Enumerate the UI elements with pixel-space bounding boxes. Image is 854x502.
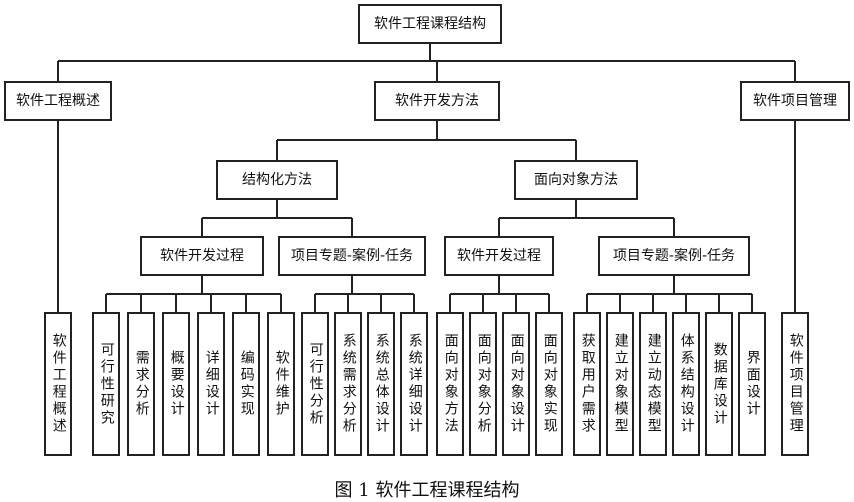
leaf-node: 建立对象模型: [606, 312, 634, 456]
leaf-node: 详细设计: [197, 312, 225, 456]
category-node: 软件开发过程: [444, 236, 554, 276]
category-node: 项目专题-案例-任务: [278, 236, 426, 276]
category-node: 软件开发方法: [374, 81, 500, 121]
leaf-node: 面向对象设计: [502, 312, 530, 456]
leaf-node: 面向对象实现: [535, 312, 563, 456]
leaf-node: 数据库设计: [705, 312, 733, 456]
leaf-node: 系统总体设计: [367, 312, 395, 456]
leaf-node: 体系结构设计: [672, 312, 700, 456]
leaf-node: 建立动态模型: [639, 312, 667, 456]
leaf-node: 需求分析: [127, 312, 155, 456]
leaf-node: 系统需求分析: [334, 312, 362, 456]
leaf-node: 可行性分析: [301, 312, 329, 456]
leaf-node: 软件工程概述: [44, 312, 72, 456]
leaf-node: 界面设计: [738, 312, 766, 456]
category-node: 面向对象方法: [514, 160, 638, 200]
leaf-node: 编码实现: [232, 312, 260, 456]
category-node: 软件工程课程结构: [358, 4, 502, 44]
leaf-node: 软件项目管理: [781, 312, 809, 456]
category-node: 结构化方法: [216, 160, 338, 200]
leaf-node: 面向对象方法: [436, 312, 464, 456]
leaf-node: 可行性研究: [92, 312, 120, 456]
leaf-node: 系统详细设计: [400, 312, 428, 456]
leaf-node: 获取用户需求: [573, 312, 601, 456]
leaf-node: 软件维护: [267, 312, 295, 456]
category-node: 软件开发过程: [140, 236, 264, 276]
leaf-node: 面向对象分析: [469, 312, 497, 456]
category-node: 软件项目管理: [740, 81, 850, 121]
figure-caption: 图 1 软件工程课程结构: [334, 480, 520, 501]
category-node: 软件工程概述: [4, 81, 112, 121]
category-node: 项目专题-案例-任务: [598, 236, 750, 276]
leaf-node: 概要设计: [162, 312, 190, 456]
